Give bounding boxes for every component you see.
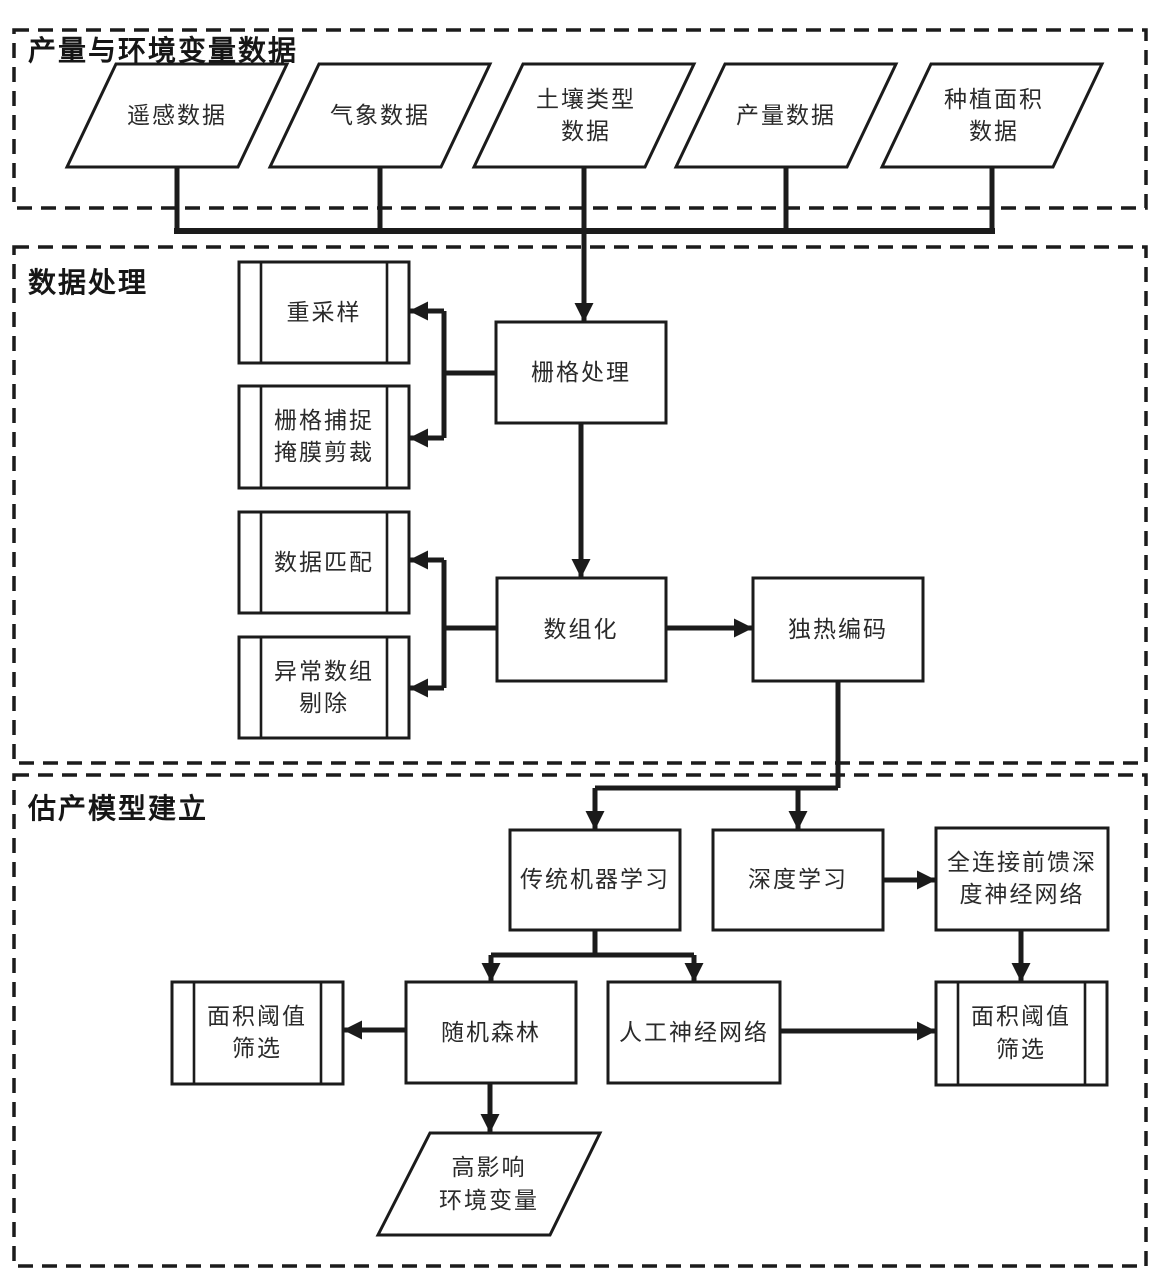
- node-abnormal-array-removal-line2: 剔除: [299, 691, 349, 717]
- node-random-forest: 随机森林: [404, 980, 578, 1085]
- node-yield-data: 产量数据: [673, 62, 899, 169]
- node-data-matching-label: 数据匹配: [274, 550, 374, 576]
- section-title-input-data: 产量与环境变量数据: [28, 34, 298, 66]
- node-ann-label: 人工神经网络: [619, 1020, 769, 1046]
- connector-array-branch: [441, 560, 497, 688]
- node-remote-sensing-data-label: 遥感数据: [127, 103, 227, 129]
- node-ann: 人工神经网络: [606, 980, 782, 1085]
- node-remote-sensing-data: 遥感数据: [64, 62, 290, 169]
- node-fc-ffdnn-line2: 度神经网络: [960, 882, 1085, 908]
- node-arrayification-label: 数组化: [544, 617, 619, 643]
- node-area-threshold-left-line1: 面积阈值: [207, 1004, 307, 1030]
- node-data-matching: 数据匹配: [237, 510, 411, 615]
- node-fc-ffdnn: 全连接前馈深 度神经网络: [934, 826, 1110, 932]
- section-frame-input-data: [12, 28, 1148, 210]
- node-traditional-ml-label: 传统机器学习: [520, 867, 670, 893]
- node-soil-type-line1: 土壤类型: [536, 87, 636, 113]
- node-area-threshold-right-line2: 筛选: [996, 1037, 1046, 1063]
- node-deep-learning-label: 深度学习: [748, 867, 848, 893]
- node-raster-snap-mask-line2: 掩膜剪裁: [274, 440, 374, 466]
- node-area-threshold-left: 面积阈值 筛选: [170, 980, 345, 1086]
- node-area-threshold-left-line2: 筛选: [232, 1036, 282, 1062]
- node-weather-data-label: 气象数据: [330, 103, 430, 129]
- node-deep-learning: 深度学习: [711, 828, 885, 932]
- node-planting-area-data: 种植面积 数据: [879, 62, 1105, 169]
- node-one-hot-encoding-label: 独热编码: [788, 617, 888, 643]
- node-random-forest-label: 随机森林: [441, 1020, 541, 1046]
- section-frame-model-building: [12, 773, 1148, 1268]
- node-resampling-label: 重采样: [287, 300, 362, 326]
- connector-raster-branch: [441, 311, 497, 438]
- node-area-threshold-right-line1: 面积阈值: [971, 1004, 1071, 1030]
- node-high-impact-env-line2: 环境变量: [439, 1188, 539, 1214]
- node-area-threshold-right: 面积阈值 筛选: [934, 980, 1109, 1087]
- node-raster-processing: 栅格处理: [494, 320, 668, 425]
- section-title-data-processing: 数据处理: [28, 267, 148, 298]
- node-raster-processing-label: 栅格处理: [531, 360, 631, 386]
- node-fc-ffdnn-line1: 全连接前馈深: [947, 850, 1097, 876]
- section-frame-data-processing: [12, 245, 1148, 765]
- node-soil-type-line2: 数据: [561, 119, 611, 145]
- node-planting-area-line1: 种植面积: [944, 87, 1044, 113]
- node-raster-snap-mask-line1: 栅格捕捉: [274, 408, 374, 434]
- node-abnormal-array-removal: 异常数组 剔除: [237, 635, 411, 740]
- node-abnormal-array-removal-line1: 异常数组: [274, 659, 374, 685]
- node-high-impact-env-line1: 高影响: [452, 1155, 527, 1181]
- node-arrayification: 数组化: [495, 576, 668, 683]
- connector-onehot-branch: [595, 681, 841, 791]
- node-traditional-ml: 传统机器学习: [508, 828, 682, 932]
- node-one-hot-encoding: 独热编码: [751, 576, 925, 683]
- node-planting-area-line2: 数据: [969, 119, 1019, 145]
- node-resampling: 重采样: [237, 260, 411, 365]
- node-soil-type-data: 土壤类型 数据: [471, 62, 697, 169]
- connector-input-drops: [174, 167, 995, 234]
- node-weather-data: 气象数据: [267, 62, 493, 169]
- node-yield-data-label: 产量数据: [736, 103, 836, 129]
- node-high-impact-env-vars: 高影响 环境变量: [375, 1131, 603, 1237]
- node-raster-snap-mask: 栅格捕捉 掩膜剪裁: [237, 384, 411, 490]
- connector-traditional-ml-branch: [491, 930, 694, 958]
- section-title-model-building: 估产模型建立: [27, 792, 208, 824]
